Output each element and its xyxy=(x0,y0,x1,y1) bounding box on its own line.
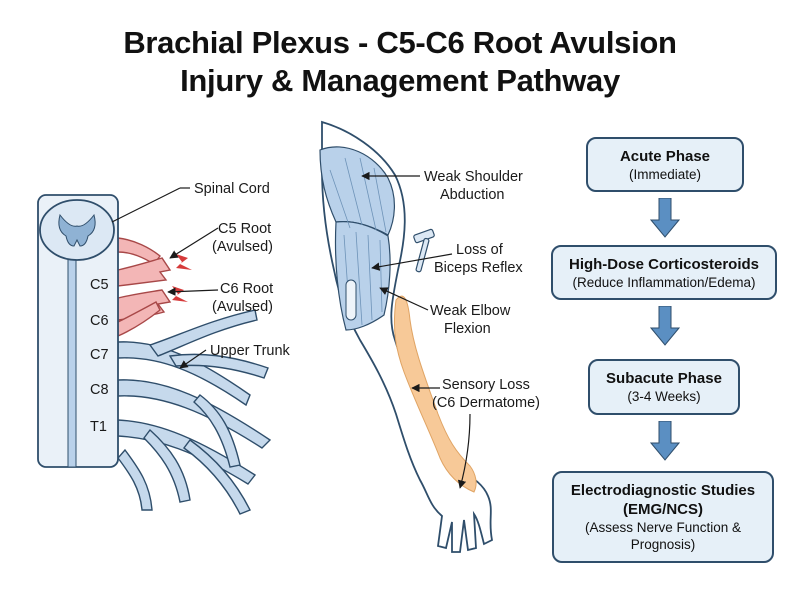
subacute-phase-subtitle: (3-4 Weeks) xyxy=(627,389,701,404)
spinal-column xyxy=(37,194,119,468)
sensory-label-1: Sensory Loss xyxy=(442,377,530,393)
nerve-c8 xyxy=(117,379,272,449)
biceps-label-2: Biceps Reflex xyxy=(434,260,523,276)
grey-matter xyxy=(58,213,96,247)
level-t1: T1 xyxy=(90,419,107,435)
sensory-label-2: (C6 Dermatome) xyxy=(432,395,540,411)
avulsed-roots xyxy=(117,237,172,338)
arm-illustration xyxy=(319,120,494,553)
electrodiagnostic-subtitle-2: Prognosis) xyxy=(630,537,696,552)
nerve-branch-d xyxy=(143,428,191,503)
leader-upper-trunk xyxy=(179,349,207,369)
bolt-c5 xyxy=(176,254,192,270)
avulsion-marks xyxy=(172,254,192,302)
tendon xyxy=(345,279,357,321)
reflex-hammer-icon xyxy=(413,228,435,273)
c6-root-label: C6 Root xyxy=(220,281,273,297)
biceps-label-1: Loss of xyxy=(456,242,504,258)
leader-spinal-cord xyxy=(111,187,181,223)
level-c5: C5 xyxy=(90,277,109,293)
box-acute-phase: Acute Phase (Immediate) xyxy=(586,137,744,192)
nerve-branch-c xyxy=(193,394,241,468)
leader-elbow xyxy=(379,287,429,311)
c6-dermatome xyxy=(393,295,477,493)
electrodiagnostic-title-2: (EMG/NCS) xyxy=(623,501,703,518)
box-corticosteroids: High-Dose Corticosteroids (Reduce Inflam… xyxy=(551,245,777,300)
c6-root-lower xyxy=(117,301,161,338)
subacute-phase-title: Subacute Phase xyxy=(606,370,722,387)
level-c7: C7 xyxy=(90,347,109,363)
leader-c6-root xyxy=(167,287,219,296)
elbow-label-2: Flexion xyxy=(444,321,491,337)
nerve-branch-f xyxy=(117,448,153,511)
corticosteroids-subtitle: (Reduce Inflammation/Edema) xyxy=(572,274,756,290)
upper-trunk-label: Upper Trunk xyxy=(210,343,291,359)
deltoid-muscle xyxy=(319,146,395,236)
c5-root-status: (Avulsed) xyxy=(212,239,273,255)
nerve-branches xyxy=(117,309,272,515)
spinal-cord-label: Spinal Cord xyxy=(194,181,270,197)
acute-phase-title: Acute Phase xyxy=(619,147,711,165)
nerve-branch-a xyxy=(148,309,258,357)
biceps-muscle xyxy=(334,221,391,331)
c5-root-label: C5 Root xyxy=(218,221,271,237)
corticosteroids-title: High-Dose Corticosteroids xyxy=(568,255,760,273)
leader-c5-root xyxy=(169,227,219,259)
electrodiagnostic-subtitle: (Assess Nerve Function & xyxy=(584,520,742,535)
title-line-1: Brachial Plexus - C5-C6 Root Avulsion xyxy=(123,25,677,60)
bolt-c6 xyxy=(172,286,188,302)
spinal-cord xyxy=(67,244,77,468)
c5-root-avulsed xyxy=(117,257,172,287)
down-arrow-icon xyxy=(650,306,680,346)
box-subacute-phase: Subacute Phase (3-4 Weeks) xyxy=(588,359,740,415)
level-c8: C8 xyxy=(90,382,109,398)
leader-sensory-hand xyxy=(457,413,471,489)
title-line-2: Injury & Management Pathway xyxy=(180,63,620,98)
nerve-branch-e xyxy=(183,439,251,515)
c6-root-status: (Avulsed) xyxy=(212,299,273,315)
down-arrow-icon xyxy=(650,198,680,238)
acute-phase-subtitle: (Immediate) xyxy=(628,166,701,182)
leader-biceps xyxy=(371,253,453,271)
box-electrodiagnostic: Electrodiagnostic Studies (EMG/NCS) (Ass… xyxy=(552,471,774,563)
spine-illustration xyxy=(37,194,272,515)
down-arrow-icon xyxy=(650,421,680,461)
page-title: Brachial Plexus - C5-C6 Root Avulsion In… xyxy=(0,24,800,100)
elbow-label-1: Weak Elbow xyxy=(430,303,511,319)
level-c6: C6 xyxy=(90,313,109,329)
muscle-fibers xyxy=(329,157,387,326)
electrodiagnostic-title: Electrodiagnostic Studies xyxy=(570,482,756,499)
shoulder-label-1: Weak Shoulder xyxy=(424,169,523,185)
shoulder-label-2: Abduction xyxy=(440,187,505,203)
